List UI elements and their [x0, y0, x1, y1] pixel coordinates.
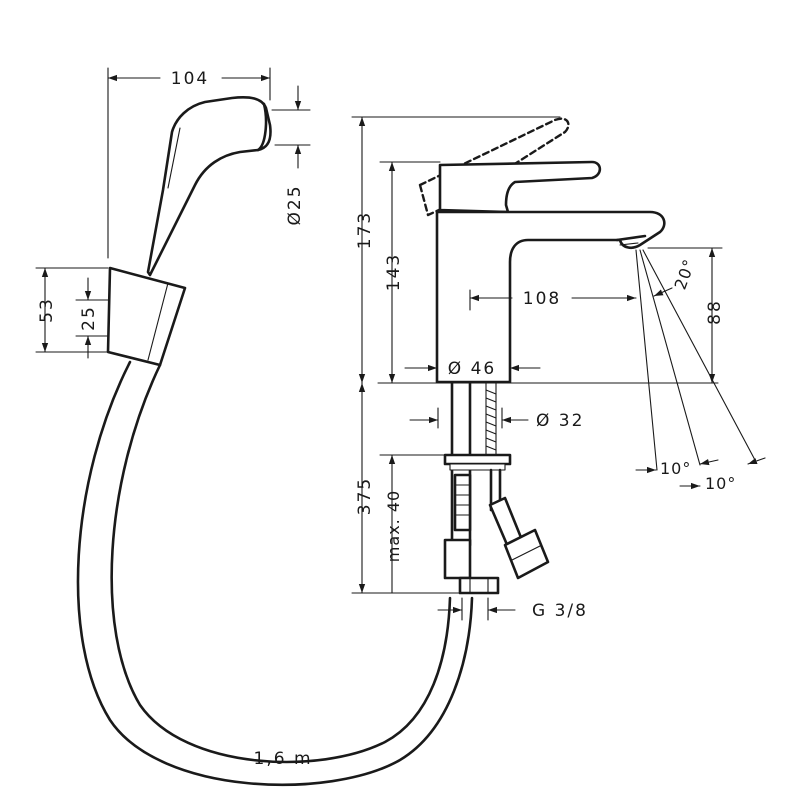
hose: [76, 360, 474, 787]
label-88: 88: [705, 299, 725, 325]
hand-shower: [146, 96, 272, 277]
label-108: 108: [523, 289, 561, 309]
faucet-body: [377, 117, 719, 384]
label-10deg-a: 10°: [660, 459, 691, 478]
label-375: 375: [355, 477, 375, 515]
label-104: 104: [171, 69, 209, 89]
label-143: 143: [384, 253, 404, 291]
faucet-shank: [443, 381, 550, 595]
label-25: 25: [79, 305, 99, 331]
spray-angle-lines: [635, 249, 756, 471]
label-173: 173: [355, 211, 375, 249]
dimension-labels: 104 Ø25 53 25 173 143 108 88 20° Ø 46 Ø …: [37, 69, 736, 769]
dimension-lines: [35, 67, 766, 621]
label-10deg-b: 10°: [705, 474, 736, 493]
label-d46: Ø 46: [448, 359, 496, 379]
label-g38: G 3/8: [532, 601, 588, 621]
label-max40: max. 40: [384, 490, 403, 562]
label-53: 53: [37, 297, 57, 323]
wall-holder: [106, 266, 187, 367]
label-20deg: 20°: [671, 256, 700, 292]
label-hose-length: 1,6 m: [254, 749, 313, 769]
label-d32: Ø 32: [536, 411, 584, 431]
label-d25: Ø25: [285, 184, 305, 225]
